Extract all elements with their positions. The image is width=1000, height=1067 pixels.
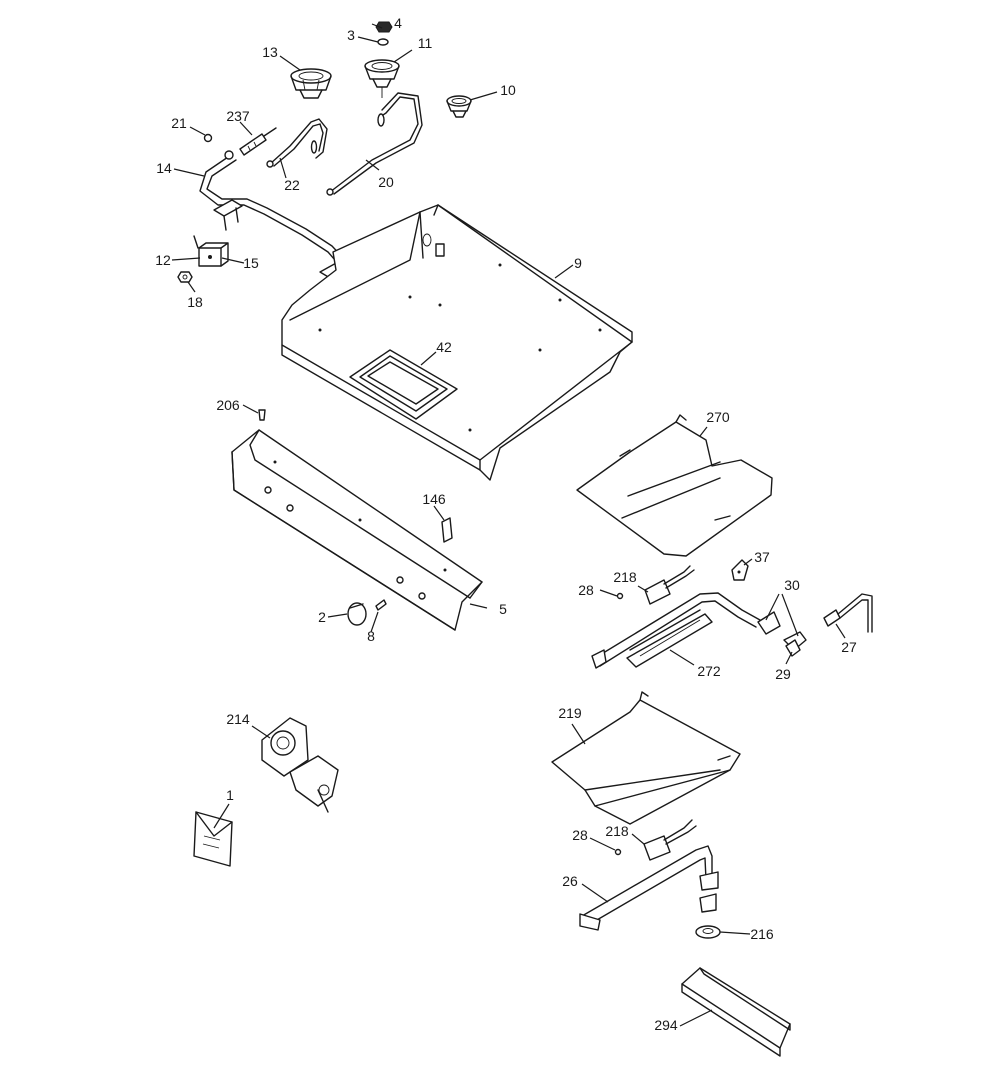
- callout-10: 10: [500, 82, 516, 98]
- callout-28-upper: 28: [578, 582, 594, 598]
- screw-28-lower: [614, 848, 622, 856]
- burner-head-13: [290, 68, 332, 99]
- panel-42: [349, 349, 458, 420]
- manifold-panel-5: [231, 429, 483, 631]
- nut-4: [375, 21, 393, 33]
- callout-214: 214: [226, 711, 250, 727]
- burner-26: [579, 845, 719, 931]
- callout-30: 30: [784, 577, 800, 593]
- screw-206: [258, 409, 266, 421]
- callout-15: 15: [243, 255, 259, 271]
- literature-envelope-1: [193, 811, 233, 867]
- knob-2: [347, 602, 367, 626]
- callout-2: 2: [318, 609, 326, 625]
- callout-20: 20: [378, 174, 394, 190]
- callout-237: 237: [226, 108, 250, 124]
- igniter-218-upper: [644, 565, 695, 605]
- shield-270: [576, 414, 773, 557]
- burner-272: [591, 592, 761, 669]
- callout-8: 8: [367, 628, 375, 644]
- washer-3: [377, 38, 389, 46]
- callout-26: 26: [562, 873, 578, 889]
- shield-219: [551, 691, 741, 825]
- callout-42: 42: [436, 339, 452, 355]
- callout-9: 9: [574, 255, 582, 271]
- callout-146: 146: [422, 491, 446, 507]
- callout-3: 3: [347, 27, 355, 43]
- callout-216: 216: [750, 926, 774, 942]
- callout-21: 21: [171, 115, 187, 131]
- callout-219: 219: [558, 705, 582, 721]
- callout-294: 294: [654, 1017, 678, 1033]
- callout-37: 37: [754, 549, 770, 565]
- burner-tube-22: [266, 118, 328, 168]
- callout-218-lower: 218: [605, 823, 629, 839]
- orifice-holder-30: [757, 611, 807, 651]
- callout-12: 12: [155, 252, 171, 268]
- rail-294: [681, 967, 791, 1057]
- screw-28-upper: [616, 592, 624, 600]
- clip-146: [441, 517, 453, 543]
- leader-lines: [171, 23, 846, 1027]
- orifice-29: [785, 639, 801, 657]
- callout-206: 206: [216, 397, 240, 413]
- callout-labels: 4 3 13 11 10 21 237 14 22 20 12 15 18 9 …: [155, 15, 857, 1033]
- valve-12-15: [193, 235, 229, 267]
- callout-5: 5: [499, 601, 507, 617]
- callout-4: 4: [394, 15, 402, 31]
- burner-box-9: [281, 204, 633, 481]
- screw-8: [375, 599, 387, 611]
- callout-270: 270: [706, 409, 730, 425]
- callout-18: 18: [187, 294, 203, 310]
- callout-14: 14: [156, 160, 172, 176]
- callout-22: 22: [284, 177, 300, 193]
- callout-11: 11: [418, 35, 433, 51]
- nut-18: [177, 271, 193, 283]
- callout-27: 27: [841, 639, 857, 655]
- burner-head-10: [446, 95, 472, 118]
- callout-272: 272: [697, 663, 721, 679]
- screw-21: [203, 133, 213, 143]
- callout-218-upper: 218: [613, 569, 637, 585]
- nut-216: [695, 925, 721, 939]
- igniter-218-lower: [643, 819, 697, 861]
- callout-29: 29: [775, 666, 791, 682]
- burner-tube-20: [326, 92, 423, 196]
- callout-13: 13: [262, 44, 278, 60]
- oven-valve-214: [261, 717, 339, 813]
- orifice-237: [239, 127, 277, 156]
- bracket-37: [731, 559, 749, 581]
- orifice-27: [823, 593, 873, 633]
- callout-28-lower: 28: [572, 827, 588, 843]
- burner-head-11: [364, 59, 400, 98]
- callout-1: 1: [226, 787, 234, 803]
